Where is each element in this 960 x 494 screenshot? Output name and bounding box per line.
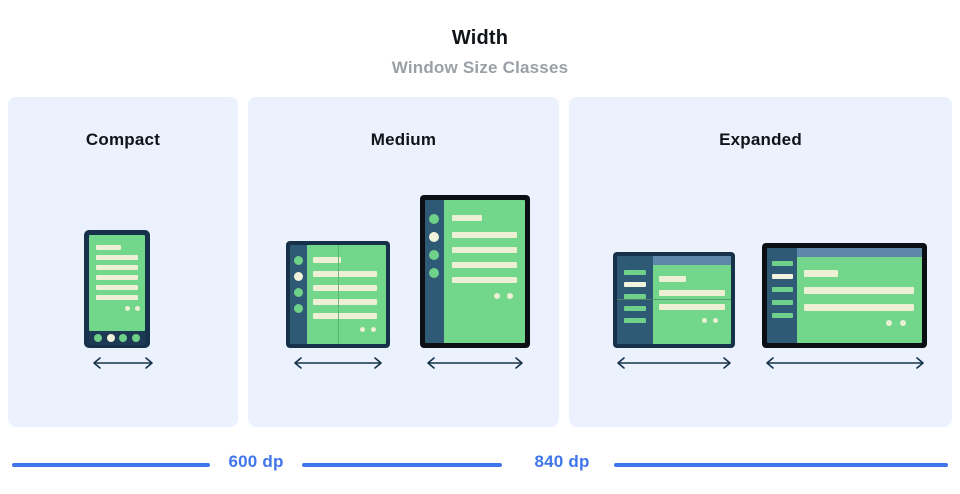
page-title: Width [451, 27, 509, 49]
content-bar [659, 276, 686, 282]
width-arrow-medium-tablet [423, 356, 527, 370]
scale-rule-segment [614, 463, 948, 467]
rail-item-icon [429, 268, 439, 278]
rail-item-bar [772, 261, 793, 266]
content-bar [313, 285, 377, 291]
rail-item-bar [624, 270, 646, 275]
phone-bottom-nav [89, 331, 145, 345]
content-bar [452, 232, 517, 238]
tablet-content [797, 248, 922, 343]
content-bar [452, 262, 517, 268]
rail-item-bar [772, 287, 793, 292]
rail-item-bar [624, 294, 646, 299]
breakpoint-label-840: 840 dp [534, 452, 590, 471]
foldable-screen [290, 245, 386, 344]
content-dot [371, 327, 376, 332]
content-dot [900, 320, 906, 326]
tablet-screen [425, 200, 525, 343]
rail-item-bar [624, 318, 646, 323]
figure-header: Width Window Size Classes [0, 0, 960, 78]
device-tablet-landscape [762, 243, 927, 348]
foldable-content [307, 245, 386, 344]
content-bar [313, 257, 341, 263]
content-bar [96, 285, 138, 290]
nav-item-icon [119, 334, 128, 342]
rail-item-icon [294, 288, 303, 297]
tablet-screen [767, 248, 922, 343]
content-bar [313, 271, 377, 277]
navigation-rail [767, 248, 797, 343]
navigation-rail [617, 256, 653, 344]
panel-medium: Medium [248, 97, 559, 427]
content-dot [886, 320, 892, 326]
rail-item-bar-active [772, 274, 793, 279]
panel-label-expanded: Expanded [719, 130, 802, 149]
content-bar [96, 255, 138, 260]
panel-label-medium: Medium [370, 130, 437, 149]
content-bar [659, 290, 725, 296]
content-dot [507, 293, 513, 299]
navigation-rail [425, 200, 444, 343]
rail-item-bar [772, 300, 793, 305]
content-bar [804, 304, 914, 311]
content-bar [659, 304, 725, 310]
app-bar [653, 256, 731, 265]
content-dot [125, 306, 130, 311]
content-dot [702, 318, 707, 323]
rail-item-bar [624, 306, 646, 311]
content-bar [452, 277, 517, 283]
foldable-screen [617, 256, 731, 344]
device-foldable-portrait [286, 241, 390, 348]
content-bar [96, 265, 138, 270]
content-bar [452, 247, 517, 253]
device-tablet-portrait [420, 195, 530, 348]
content-dot [360, 327, 365, 332]
nav-item-icon [132, 334, 141, 342]
rail-item-icon-active [294, 272, 303, 281]
panel-expanded: Expanded [569, 97, 952, 427]
content-bar [313, 313, 377, 319]
rail-item-icon [429, 214, 439, 224]
breakpoint-label-600: 600 dp [228, 452, 284, 471]
panel-compact: Compact [8, 97, 238, 427]
content-bar [804, 270, 838, 277]
content-dot [494, 293, 500, 299]
width-arrow-expanded-tablet [762, 356, 928, 370]
tablet-content [444, 200, 525, 343]
rail-item-bar [772, 313, 793, 318]
content-bar [96, 295, 138, 300]
width-arrow-expanded-foldable [613, 356, 735, 370]
device-phone [84, 230, 150, 348]
scale-rule-segment [302, 463, 502, 467]
fold-crease-line [338, 245, 339, 344]
page-subtitle: Window Size Classes [391, 58, 569, 77]
nav-item-icon [93, 334, 102, 342]
content-dot [713, 318, 718, 323]
width-arrow-compact [89, 356, 157, 370]
nav-item-icon-active [106, 334, 115, 342]
app-bar [797, 248, 922, 257]
content-bar [96, 245, 121, 250]
rail-item-icon [294, 256, 303, 265]
content-bar [96, 275, 138, 280]
dp-breakpoint-scale: 600 dp 840 dp [0, 445, 960, 485]
rail-item-bar-active [624, 282, 646, 287]
fold-crease-line [617, 299, 731, 300]
content-dot [135, 306, 140, 311]
panel-label-compact: Compact [85, 130, 161, 149]
scale-rule-segment [12, 463, 210, 467]
size-class-panels: Compact [8, 97, 952, 427]
content-bar [452, 215, 482, 221]
navigation-rail [290, 245, 307, 344]
content-bar [313, 299, 377, 305]
content-bar [804, 287, 914, 294]
rail-item-icon [429, 250, 439, 260]
foldable-content [653, 256, 731, 344]
rail-item-icon-active [429, 232, 439, 242]
rail-item-icon [294, 304, 303, 313]
phone-screen [89, 235, 145, 331]
width-arrow-medium-foldable [290, 356, 386, 370]
device-foldable-landscape [613, 252, 735, 348]
